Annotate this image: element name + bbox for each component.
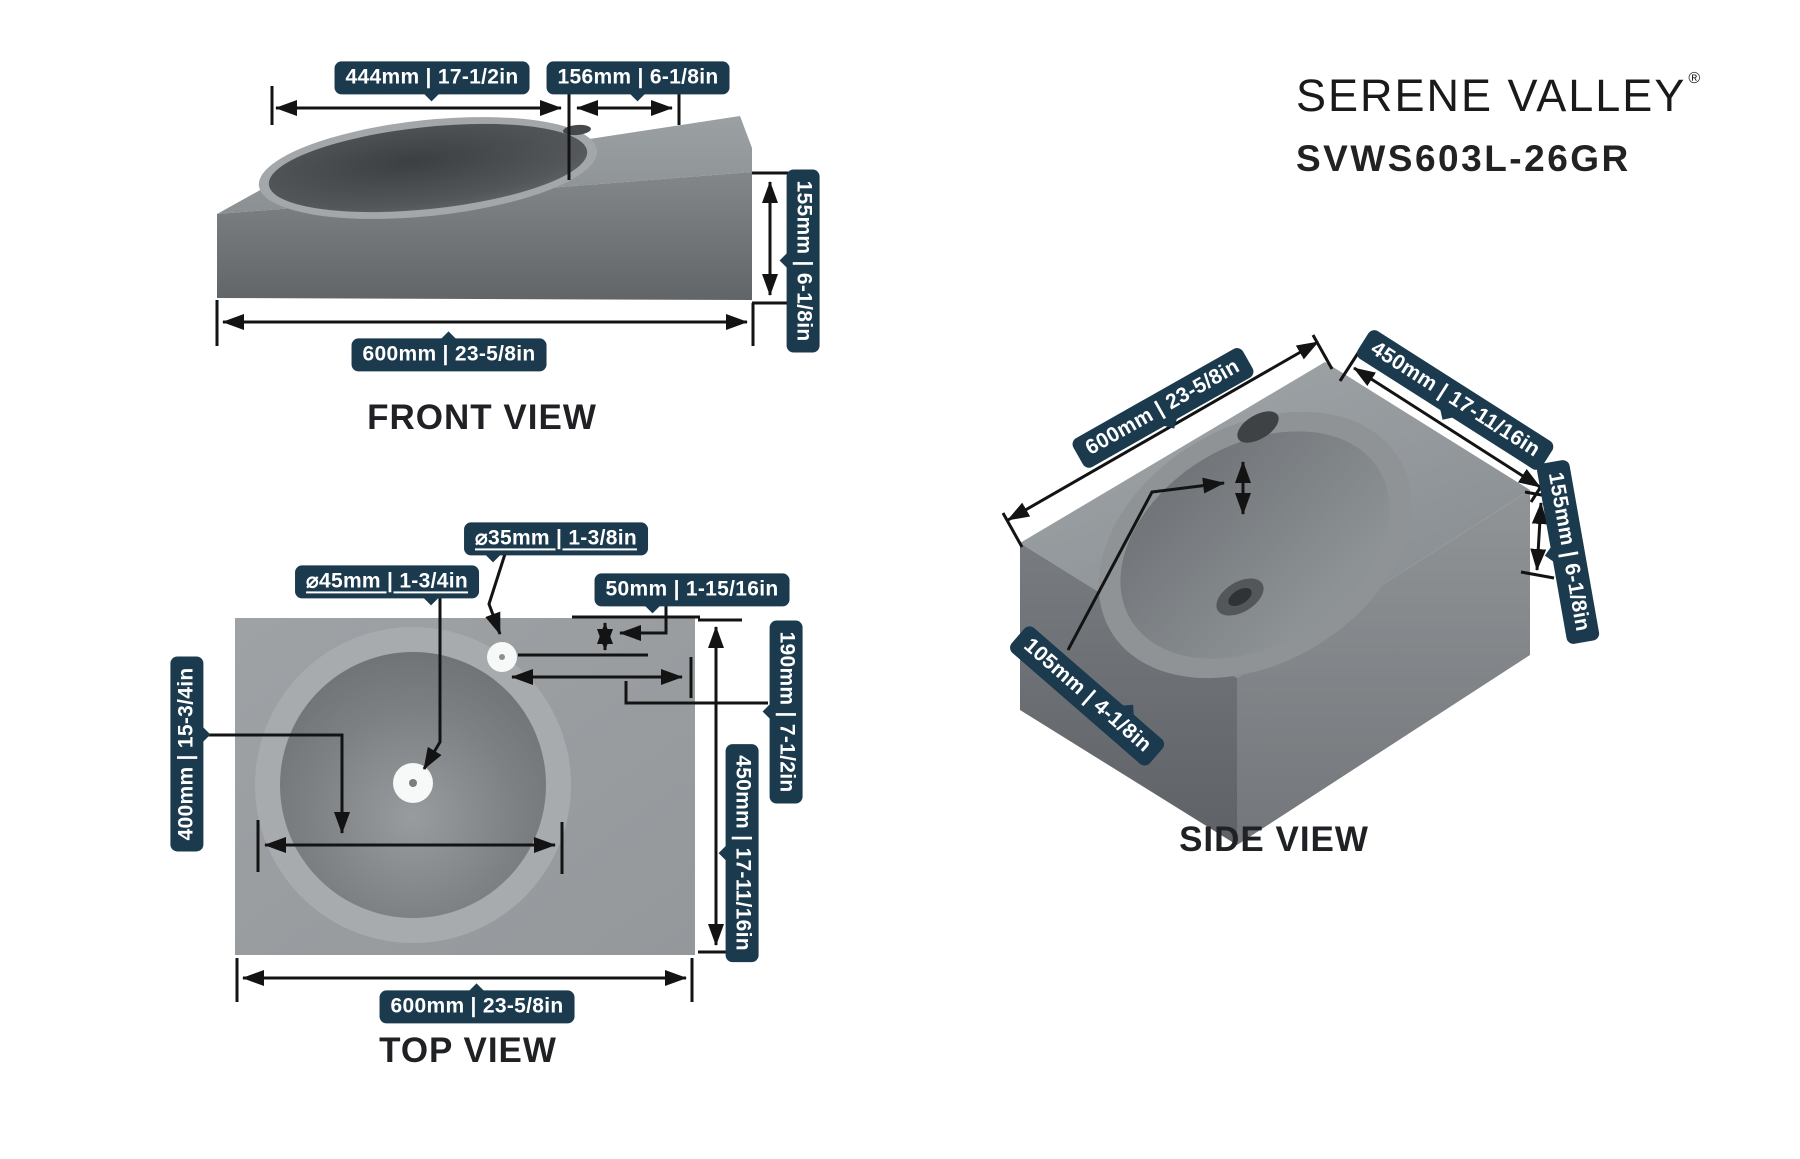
badge-label: 156mm | 6-1/8in <box>557 65 719 89</box>
badge-label: 600mm | 23-5/8in <box>362 342 536 366</box>
badge-label: 600mm | 23-5/8in <box>390 994 564 1018</box>
registered-trademark: ® <box>1688 70 1703 87</box>
front-basin-width-badge: 444mm | 17-1/2in <box>334 61 530 102</box>
badge-label: ⌀35mm | 1-3/8in <box>475 526 637 550</box>
badge-pointer <box>202 726 219 743</box>
front-height-badge: 155mm | 6-1/8in <box>771 169 820 353</box>
brand-logo-text: SERENE VALLEY <box>1296 70 1687 121</box>
side-extension-line <box>1520 570 1555 580</box>
side-basin-depth-leader-line <box>1066 477 1225 651</box>
badge-label: ⌀45mm | 1-3/4in <box>306 569 468 593</box>
top-basin-diameter-badge: 400mm | 15-3/4in <box>170 656 219 852</box>
badge-pointer <box>754 704 771 720</box>
side-sink-right-face <box>1237 490 1530 845</box>
side-drain-center <box>1228 588 1252 606</box>
top-drain-diameter-badge: ⌀45mm | 1-3/4in <box>295 565 479 606</box>
top-faucet-edge-offset-badge: 50mm | 1-15/16in <box>594 573 790 614</box>
badge-pointer <box>771 253 788 269</box>
side-sink-left-face <box>1020 543 1237 845</box>
badge-label: 444mm | 17-1/2in <box>345 65 519 89</box>
side-view-title: SIDE VIEW <box>1179 820 1369 859</box>
badge-label: 190mm | 7-1/2in <box>775 631 799 793</box>
badge-label: 400mm | 15-3/4in <box>174 667 198 841</box>
top-drain-leader-line <box>422 598 442 770</box>
badge-pointer <box>645 605 661 622</box>
side-width-arrow <box>1007 340 1319 522</box>
top-faucet-hole-center <box>499 654 505 660</box>
top-basin-diameter-leader-line <box>205 733 350 834</box>
top-view-drawing <box>205 553 768 1002</box>
badge-pointer <box>710 844 727 861</box>
top-total-width-badge: 600mm | 23-5/8in <box>379 983 575 1024</box>
badge-label: 155mm | 6-1/8in <box>792 180 816 342</box>
brand-block: SERENE VALLEY® SVWS603L-26GR <box>1296 70 1702 180</box>
front-right-section-badge: 156mm | 6-1/8in <box>546 61 730 102</box>
top-faucet-offset-leader-line <box>619 606 668 641</box>
brand-logo: SERENE VALLEY® <box>1296 70 1702 122</box>
badge-pointer <box>485 554 502 571</box>
front-total-width-badge: 600mm | 23-5/8in <box>351 331 547 372</box>
top-view-title: TOP VIEW <box>379 1031 557 1070</box>
top-depth-badge: 450mm | 17-11/16in <box>710 744 759 962</box>
top-faucet-side-offset-badge: 190mm | 7-1/2in <box>754 620 803 804</box>
badge-pointer <box>441 323 457 340</box>
model-number: SVWS603L-26GR <box>1296 138 1631 179</box>
badge-pointer <box>1535 546 1555 566</box>
badge-pointer <box>630 93 646 110</box>
side-extension-line <box>1001 512 1024 548</box>
top-faucet-diameter-badge: ⌀35mm | 1-3/8in <box>464 522 648 563</box>
side-height-arrow <box>1530 502 1548 571</box>
front-view-title: FRONT VIEW <box>367 398 597 437</box>
badge-label: 50mm | 1-15/16in <box>605 577 779 601</box>
side-depth-arrow <box>1353 366 1541 489</box>
top-faucet-leader-line <box>485 553 507 635</box>
side-view-drawing <box>1001 334 1559 845</box>
badge-pointer <box>423 597 440 614</box>
badge-pointer <box>424 93 440 110</box>
front-view-drawing <box>215 86 812 346</box>
side-extension-line <box>1311 334 1334 370</box>
top-drain-center <box>409 779 417 787</box>
badge-label: 450mm | 17-11/16in <box>731 755 755 951</box>
front-basin-opening <box>268 123 588 213</box>
badge-pointer <box>469 975 485 992</box>
